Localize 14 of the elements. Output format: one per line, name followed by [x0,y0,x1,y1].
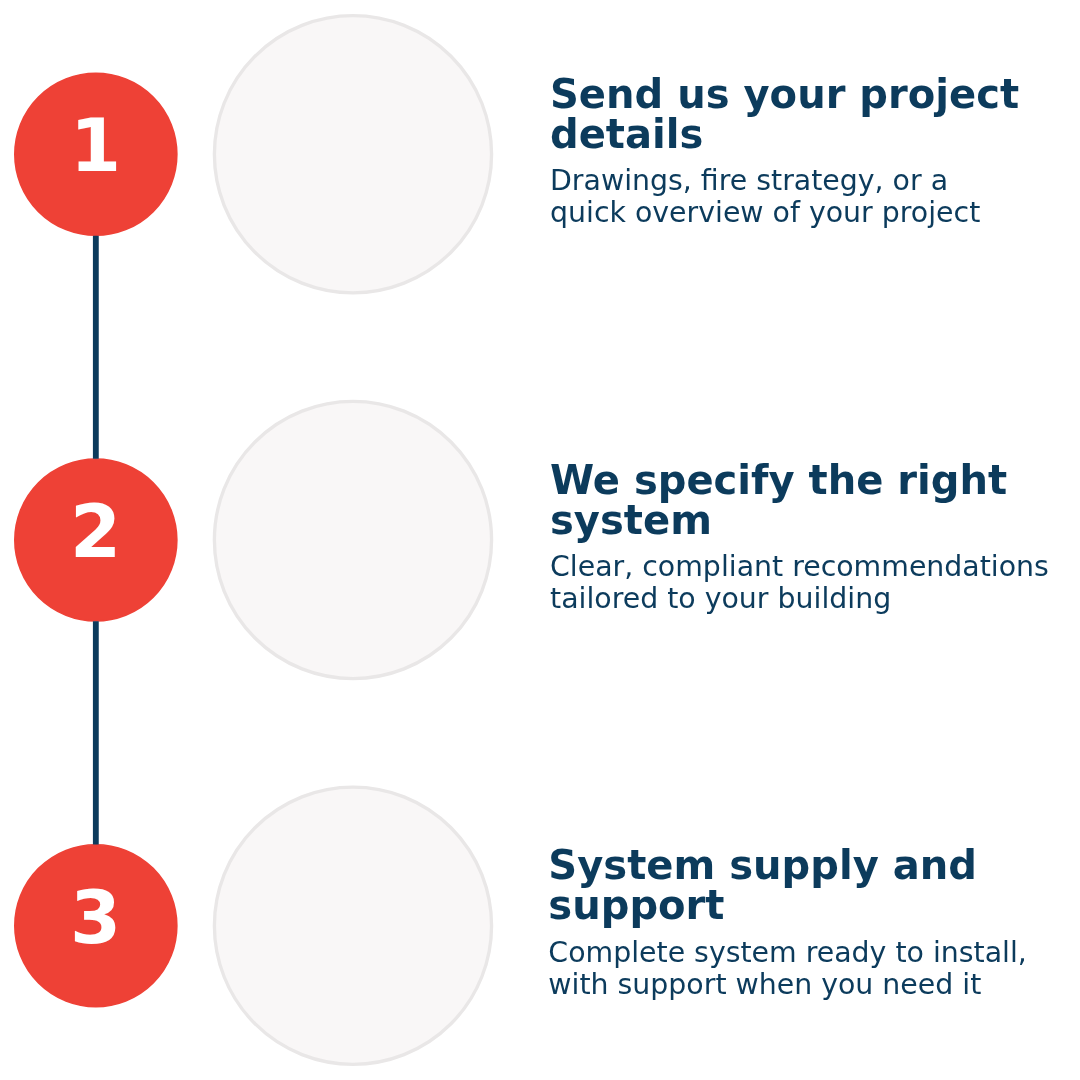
connector [92,621,99,845]
connector [92,235,99,459]
node-label: We specify the right system [550,456,1008,543]
node-label: Drawings, fire strategy, or a quick overview of your project [550,164,981,230]
node-circle [212,14,494,295]
node-circle: 2 [14,458,178,622]
node-circle [212,785,494,1066]
node-label: System supply and support [548,842,977,929]
node-label: Clear, compliant recommendations tailored to your building [550,550,1049,615]
node-label: Send us your project details [550,70,1020,157]
node-circle [212,399,494,681]
node-label: Complete system ready to install, with support when you need it [548,935,1027,1001]
node-circle: 1 [14,72,178,237]
node-circle: 3 [14,843,178,1008]
